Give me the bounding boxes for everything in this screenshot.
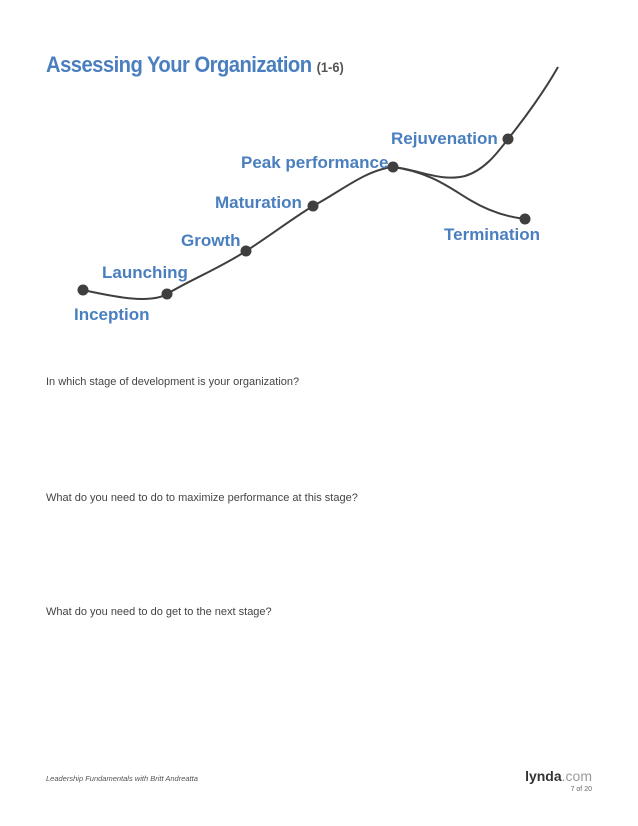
- stage-label-growth: Growth: [181, 231, 241, 250]
- title-text: Assessing Your Organization: [46, 52, 312, 77]
- page-number: 7 of 20: [570, 786, 592, 793]
- stage-dot-termination: [519, 213, 531, 225]
- stage-dot-launching: [161, 288, 173, 300]
- brand-tld: .com: [561, 768, 592, 784]
- stage-dot-maturation: [307, 200, 319, 212]
- lifecycle-curve-termination: [392, 166, 526, 220]
- stage-label-launching: Launching: [102, 263, 188, 282]
- stage-label-inception: Inception: [74, 305, 150, 324]
- stage-dot-rejuvenation: [502, 133, 514, 145]
- stage-label-termination: Termination: [444, 225, 540, 244]
- question-maximize-performance: What do you need to do to maximize perfo…: [46, 492, 358, 504]
- stage-label-maturation: Maturation: [215, 193, 302, 212]
- question-next-stage: What do you need to do get to the next s…: [46, 606, 272, 618]
- question-current-stage: In which stage of development is your or…: [46, 376, 300, 388]
- stage-dot-peak: [387, 161, 399, 173]
- stage-label-peak: Peak performance: [241, 153, 388, 172]
- stage-dot-growth: [240, 245, 252, 257]
- title-range: (1-6): [316, 59, 344, 75]
- lifecycle-diagram: Inception Launching Growth Maturation Pe…: [74, 66, 559, 324]
- footer-credit: Leadership Fundamentals with Britt Andre…: [46, 774, 198, 783]
- brand-logo: lynda.com: [525, 768, 592, 784]
- brand-name: lynda: [525, 768, 562, 784]
- stage-label-rejuvenation: Rejuvenation: [391, 129, 498, 148]
- page-title: Assessing Your Organization (1-6): [46, 52, 344, 78]
- stage-dot-inception: [77, 284, 89, 296]
